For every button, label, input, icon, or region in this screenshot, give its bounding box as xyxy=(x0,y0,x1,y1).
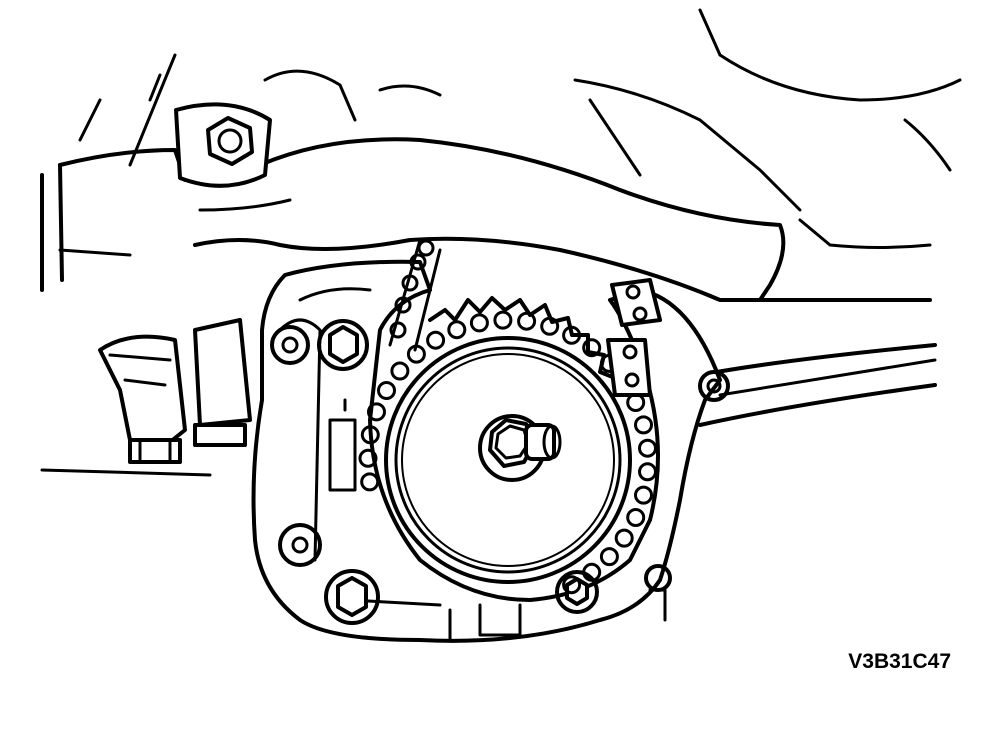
chain-link xyxy=(390,361,410,381)
chain-link xyxy=(562,325,582,345)
chain-link xyxy=(582,338,602,358)
chain-link xyxy=(599,547,619,567)
chain-link xyxy=(638,438,657,458)
chain-link xyxy=(562,575,582,595)
chain-link xyxy=(377,381,396,400)
sprocket-center-nut xyxy=(478,414,562,482)
chain-link xyxy=(417,239,435,257)
engine-block-outline xyxy=(40,8,962,477)
sprocket-teeth xyxy=(428,296,617,380)
pump-housing xyxy=(251,259,730,643)
chain-tensioner-links xyxy=(606,278,662,397)
chain-link xyxy=(638,462,657,482)
chain-link xyxy=(614,528,634,548)
chain-link xyxy=(447,320,467,340)
housing-bolt-upper xyxy=(317,319,369,371)
chain-link xyxy=(389,321,407,339)
chain-link xyxy=(517,311,537,331)
chain-link xyxy=(426,330,446,350)
chain-link xyxy=(360,425,380,445)
top-left-bolt xyxy=(174,102,272,188)
chain-link xyxy=(582,562,602,582)
left-bracket xyxy=(98,318,252,464)
chain-link xyxy=(469,313,489,333)
chain-link xyxy=(540,316,560,336)
chain-link xyxy=(367,402,386,422)
chain-link xyxy=(358,448,378,468)
chain-link xyxy=(626,508,646,527)
chain-side-plates xyxy=(388,238,442,352)
housing-bolt-lower-left xyxy=(324,569,380,625)
chain-link xyxy=(634,485,653,505)
chain-link xyxy=(360,472,380,492)
chain-link xyxy=(634,415,653,435)
timing-chain xyxy=(358,238,657,595)
chain-link xyxy=(493,310,513,330)
chain-link xyxy=(409,253,427,271)
figure-code: V3B31C47 xyxy=(848,650,951,673)
